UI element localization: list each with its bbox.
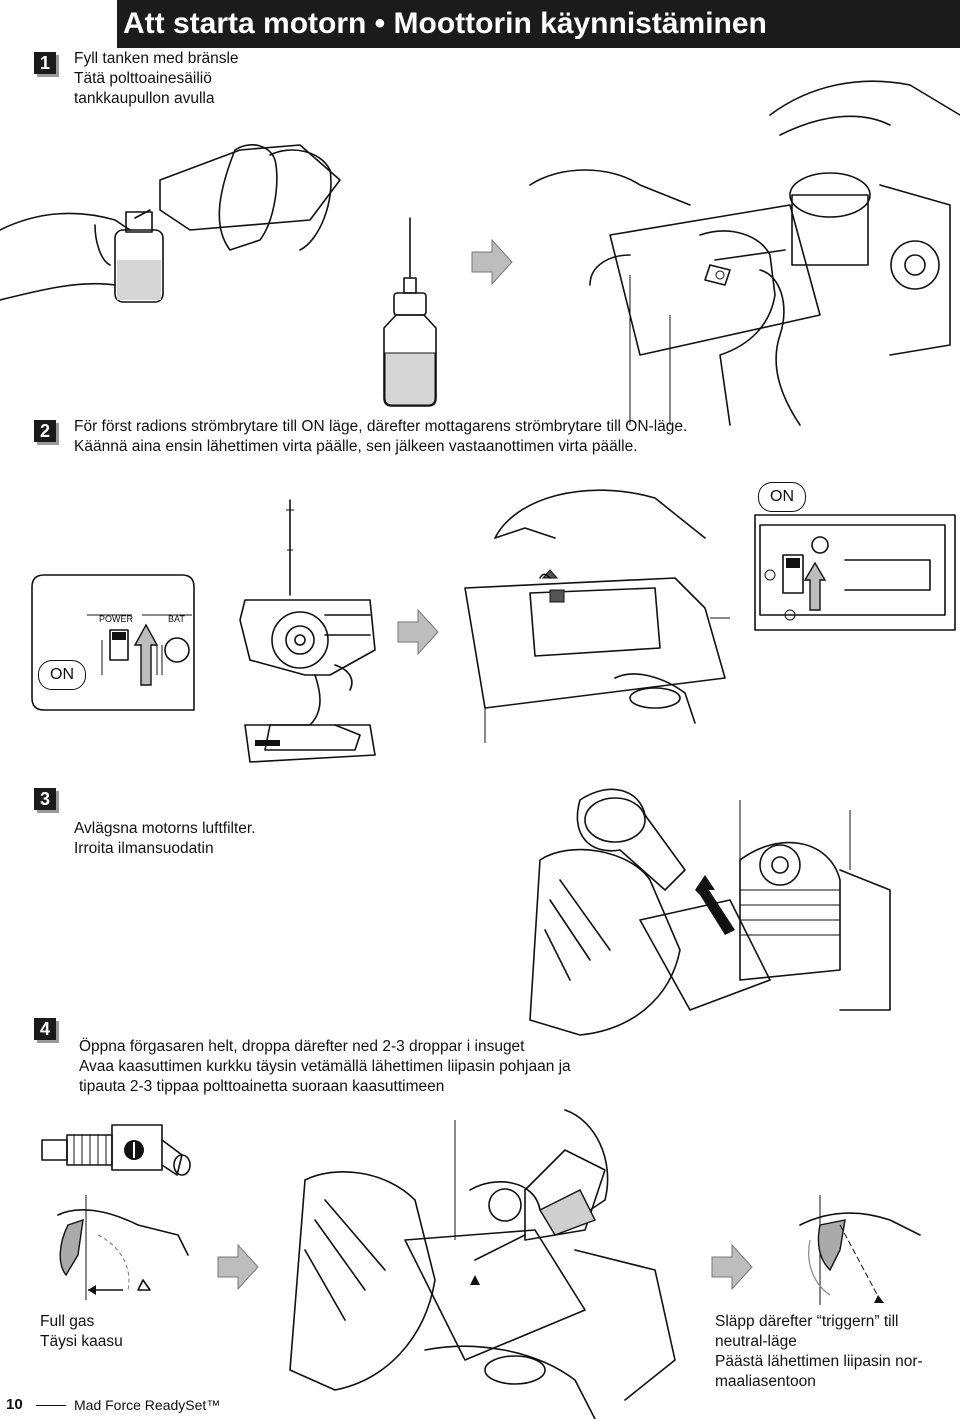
on-badge-transmitter: ON (38, 660, 86, 690)
bat-label: BAT (168, 614, 185, 624)
carburetor-icon (41, 1124, 191, 1176)
engine-priming-illustration (289, 1109, 676, 1419)
air-filter-removal-illustration (529, 788, 891, 1036)
step-2-line-1: För först radions strömbrytare till ON l… (74, 418, 688, 435)
step-1-badge: 1 (34, 52, 56, 74)
step-1-text: Fyll tanken med bränsle Tätä polttoaines… (74, 49, 239, 109)
trigger-full-gas-icon (57, 1195, 189, 1300)
next-arrow-icon-2 (397, 608, 439, 656)
fuel-bottle-icon (383, 217, 437, 407)
next-arrow-icon (471, 238, 513, 286)
footer-rule (36, 1405, 66, 1406)
step-4-badge: 4 (34, 1018, 56, 1040)
next-arrow-icon-4 (711, 1243, 753, 1291)
neutral-line-4: maaliasentoon (715, 1373, 816, 1390)
step-2-text: För först radions strömbrytare till ON l… (74, 417, 687, 457)
full-gas-label: Full gas Täysi kaasu (40, 1312, 123, 1352)
on-badge-receiver: ON (758, 482, 806, 512)
receiver-switch-inset (754, 514, 956, 631)
step-1-line-3: tankkaupullon avulla (74, 90, 215, 107)
step-2-line-2: Käännä aina ensin lähettimen virta pääll… (74, 438, 638, 455)
neutral-line-3: Päästä lähettimen liipasin nor- (715, 1353, 923, 1370)
step-3-badge: 3 (34, 788, 56, 810)
page-number: 10 (6, 1396, 23, 1413)
power-label: POWER (99, 614, 134, 624)
neutral-line-1: Släpp därefter “triggern” till (715, 1313, 899, 1330)
chassis-receiver-illustration (464, 489, 730, 743)
step-1-line-2: Tätä polttoainesäiliö (74, 70, 212, 87)
step-4-line-1: Öppna förgasaren helt, droppa därefter n… (79, 1038, 525, 1055)
full-gas-line-1: Full gas (40, 1313, 95, 1330)
step-4-line-3: tipauta 2-3 tippaa polttoainetta suoraan… (79, 1078, 445, 1095)
step-2-badge: 2 (34, 420, 56, 442)
step-3-line-1: Avlägsna motorns luftfilter. (74, 820, 256, 837)
footer-product: Mad Force ReadySet™ (74, 1397, 221, 1413)
full-gas-line-2: Täysi kaasu (40, 1333, 123, 1350)
transmitter-icon (239, 499, 376, 763)
transmitter-switch-panel (31, 574, 195, 711)
page-title: Att starta motorn • Moottorin käynnistäm… (117, 0, 960, 48)
step-4-text: Öppna förgasaren helt, droppa därefter n… (79, 1037, 571, 1097)
neutral-line-2: neutral-läge (715, 1333, 797, 1350)
step-1-line-1: Fyll tanken med bränsle (74, 50, 239, 67)
step-3-text: Avlägsna motorns luftfilter. Irroita ilm… (74, 819, 256, 859)
step-4-line-2: Avaa kaasuttimen kurkku täysin vetämällä… (79, 1058, 571, 1075)
next-arrow-icon-3 (217, 1243, 259, 1291)
neutral-label: Släpp därefter “triggern” till neutral-l… (715, 1312, 923, 1392)
trigger-neutral-icon (799, 1195, 921, 1305)
step-3-line-2: Irroita ilmansuodatin (74, 840, 214, 857)
engine-refuel-illustration (529, 80, 960, 426)
fuel-pour-illustration (0, 144, 341, 303)
